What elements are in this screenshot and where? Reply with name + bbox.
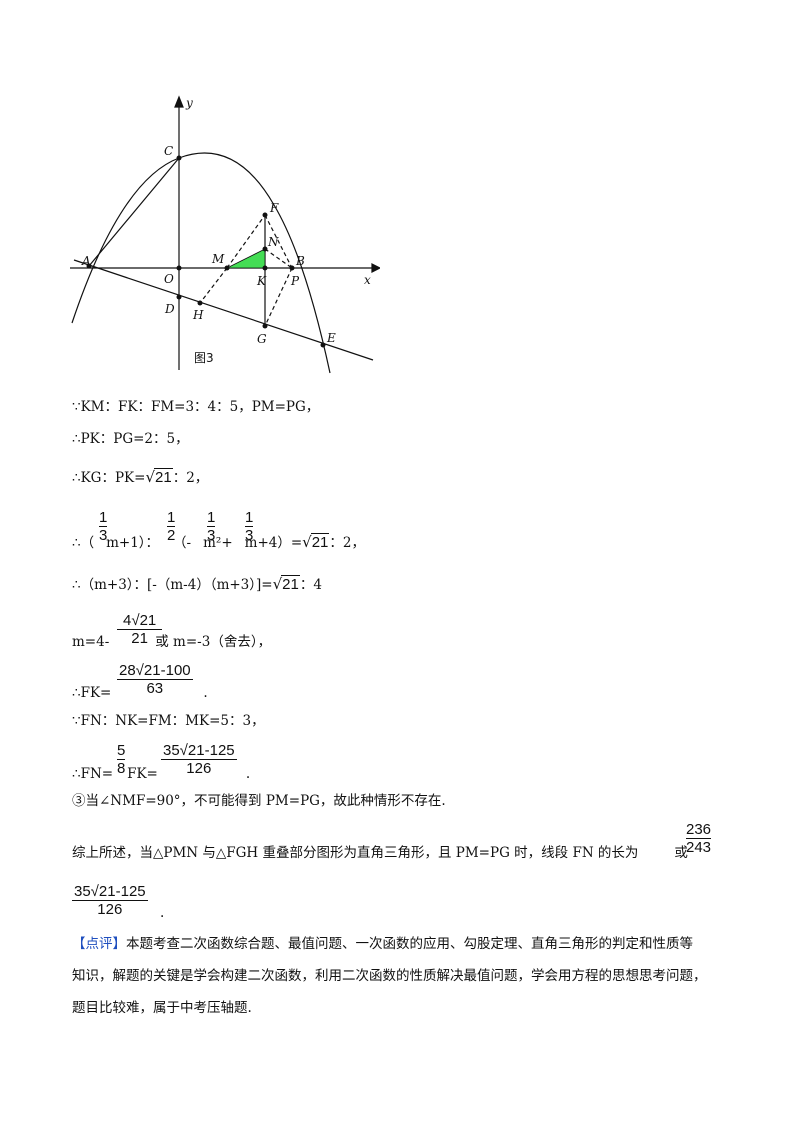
label-k: K [256, 274, 267, 288]
line-case-3: ③当∠NMF=90°，不可能得到 PM=PG，故此种情形不存在. [72, 793, 446, 809]
comment-line-3: 题目比较难，属于中考压轴题. [72, 1000, 252, 1016]
label-m: M [211, 252, 225, 266]
line-m-solution: m=4-或 m=-3（舍去）， [72, 634, 272, 650]
line-ratio-given: ∵KM：FK：FM=3：4：5，PM=PG， [72, 399, 320, 415]
sqrt-icon: √ [302, 533, 312, 551]
figure-caption: 图3 [194, 351, 214, 365]
line-ac [88, 157, 180, 267]
y-axis-arrow [174, 95, 184, 108]
parabola [71, 152, 331, 374]
geometry-figure: y x C F N M B A O K P D H G E 图3 [70, 95, 380, 374]
dashed-mh [199, 267, 228, 304]
label-o: O [164, 272, 174, 286]
label-g: G [257, 332, 267, 346]
final-period: . [160, 905, 165, 921]
line-pk-pg: ∴PK：PG=2：5， [72, 431, 189, 447]
label-x: x [364, 273, 371, 287]
dashed-nb [264, 248, 293, 269]
line-ae [73, 259, 374, 361]
line-kg-pk: ∴KG：PK=√21：2， [72, 468, 209, 486]
comment-line-2: 知识，解题的关键是学会构建二次函数，利用二次函数的性质解决最值问题，学会用方程的… [72, 968, 707, 984]
highlight-triangle [226, 248, 266, 269]
label-p: P [290, 274, 300, 288]
label-d: D [164, 302, 175, 316]
line-equation-2: ∴（m+3）：[-（m-4）（m+3）]=√21：4 [72, 575, 322, 593]
label-c: C [164, 144, 173, 158]
label-h: H [192, 308, 204, 322]
label-y: y [185, 96, 193, 110]
comment-line-1: 【点评】本题考查二次函数综合题、最值问题、一次函数的应用、勾股定理、直角三角形的… [72, 936, 693, 952]
dashed-fb [264, 214, 293, 269]
label-e: E [326, 331, 336, 345]
dashed-pg [264, 267, 293, 327]
line-fk: ∴FK=. [72, 685, 208, 701]
label-f: F [269, 201, 279, 215]
sqrt-icon: √ [272, 575, 283, 593]
line-equation-1: ∴（m+1）：（-m²+m+4）=√21：2， [72, 533, 365, 551]
dashed-mf [226, 214, 266, 269]
sqrt-icon: √ [145, 468, 156, 486]
line-fn-ratio: ∵FN：NK=FM：MK=5：3， [72, 713, 265, 729]
x-axis-arrow [371, 263, 380, 273]
comment-tag: 【点评】 [72, 936, 126, 952]
label-b: B [295, 254, 305, 268]
line-conclusion: 综上所述，当△PMN 与△FGH 重叠部分图形为直角三角形，且 PM=PG 时，… [72, 845, 688, 861]
label-a: A [81, 254, 91, 268]
line-fn: ∴FN=FK=. [72, 766, 251, 782]
label-n: N [267, 235, 279, 249]
